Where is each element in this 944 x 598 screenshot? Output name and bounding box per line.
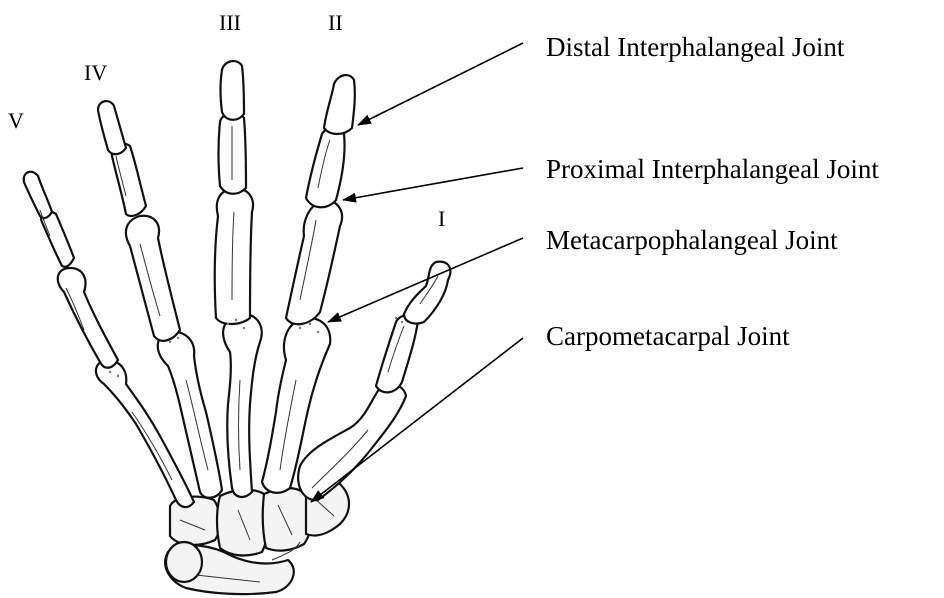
cmc-leader-arrow: [311, 338, 523, 502]
label-proximal-interphalangeal-joint: Proximal Interphalangeal Joint: [546, 156, 879, 183]
digit-iii-middle-bones: [215, 61, 262, 497]
label-metacarpophalangeal-joint: Metacarpophalangeal Joint: [546, 227, 838, 254]
label-distal-interphalangeal-joint: Distal Interphalangeal Joint: [546, 34, 844, 61]
label-carpometacarpal-joint: Carpometacarpal Joint: [546, 323, 790, 350]
digit-label-i: I: [438, 208, 445, 230]
digit-ii-index-bones: [262, 75, 355, 493]
dip-leader-arrow: [358, 43, 523, 125]
digit-label-iii: III: [219, 12, 241, 34]
digit-label-v: V: [8, 110, 24, 132]
pip-leader-arrow: [343, 168, 523, 200]
digit-label-iv: IV: [84, 62, 107, 84]
digit-label-ii: II: [328, 12, 343, 34]
